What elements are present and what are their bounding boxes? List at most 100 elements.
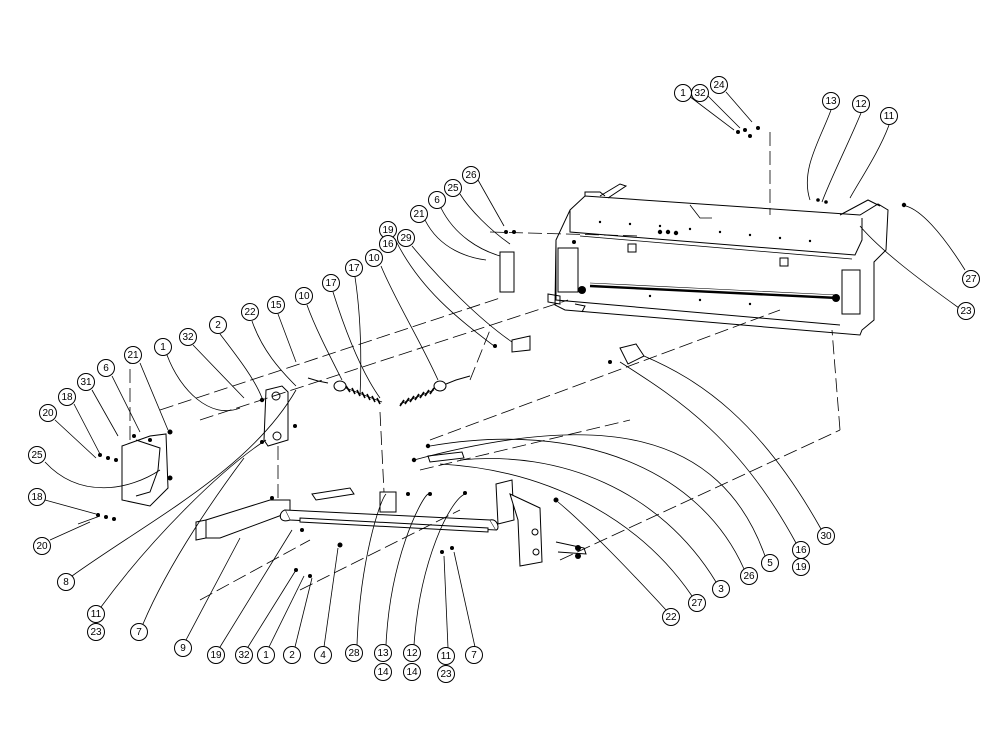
callout-c17a: 17 [345,259,363,277]
callout-label: 7 [136,627,142,638]
callout-c24: 24 [710,76,728,94]
callout-label: 19 [210,650,222,661]
callout-circle [345,644,363,662]
callout-c16a: 16 [379,235,397,253]
callout-circle [792,558,810,576]
callout-label: 9 [180,643,186,654]
callout-label: 23 [440,669,452,680]
callout-circle [314,646,332,664]
callout-label: 19 [795,562,807,573]
callout-label: 1 [263,650,269,661]
callout-c21b: 21 [124,346,142,364]
callout-c32c: 32 [235,646,253,664]
callout-circle [345,259,363,277]
callout-circle [817,527,835,545]
callout-c26b: 26 [740,567,758,585]
callout-label: 13 [825,96,837,107]
callout-circle [712,580,730,598]
callout-c32a: 32 [691,84,709,102]
callout-c10a: 10 [365,249,383,267]
callout-circle [28,488,46,506]
callout-circle [267,296,285,314]
callout-circle [444,179,462,197]
callout-circle [740,567,758,585]
callout-label: 8 [63,577,69,588]
callout-circle [322,274,340,292]
callout-label: 16 [795,545,807,556]
callout-label: 3 [718,584,724,595]
callout-label: 26 [743,571,755,582]
callout-circle [403,644,421,662]
callout-label: 27 [965,274,977,285]
callout-c27b: 27 [688,594,706,612]
callout-circle [397,229,415,247]
lower-beam [195,443,587,578]
callout-label: 5 [767,558,773,569]
callout-circle [462,166,480,184]
callout-label: 17 [325,278,337,289]
callout-c23b: 23 [87,623,105,641]
callout-c13b: 13 [374,644,392,662]
callout-label: 1 [680,88,686,99]
callout-c2b: 2 [283,646,301,664]
callout-circle [852,95,870,113]
callout-c19b: 19 [207,646,225,664]
callout-label: 15 [270,300,282,311]
callout-label: 25 [31,450,43,461]
callout-label: 14 [406,667,418,678]
callout-label: 22 [665,612,677,623]
callout-c25b: 25 [28,446,46,464]
callout-c12a: 12 [852,95,870,113]
callout-c18a: 18 [58,388,76,406]
callout-circle [710,76,728,94]
callout-c2a: 2 [209,316,227,334]
callout-circle [691,84,709,102]
callout-circle [154,338,172,356]
callout-label: 29 [400,233,412,244]
callout-label: 6 [434,195,440,206]
callout-circle [39,404,57,422]
callout-c30: 30 [817,527,835,545]
callout-c9: 9 [174,639,192,657]
callout-label: 19 [382,225,394,236]
callout-circle [379,235,397,253]
callout-circle [174,639,192,657]
callout-label: 28 [348,648,360,659]
spring-left [307,377,383,405]
callout-label: 16 [382,239,394,250]
callout-c8: 8 [57,573,75,591]
callout-c19a: 19 [379,221,397,239]
callout-label: 11 [441,651,452,662]
callout-label: 14 [377,667,389,678]
callout-label: 32 [238,650,250,661]
callout-label: 23 [960,306,972,317]
callout-c16b: 16 [792,541,810,559]
callout-c10b: 10 [295,287,313,305]
callout-c17b: 17 [322,274,340,292]
callout-c11c: 11 [437,647,455,665]
callout-label: 20 [42,408,54,419]
callout-circle [465,646,483,664]
callout-label: 4 [320,650,326,661]
callout-circle [241,303,259,321]
callout-c1c: 1 [257,646,275,664]
callout-label: 22 [244,307,256,318]
callout-circle [962,270,980,288]
callout-label: 2 [215,320,221,331]
callout-circle [97,359,115,377]
callout-c14a: 14 [374,663,392,681]
callout-circle [957,302,975,320]
callout-c25a: 25 [444,179,462,197]
callout-c22b: 22 [662,608,680,626]
callout-c18b: 18 [28,488,46,506]
callout-c5: 5 [761,554,779,572]
callout-circle [365,249,383,267]
callout-circle [761,554,779,572]
callout-circle [374,663,392,681]
callout-circle [428,191,446,209]
callout-c19c: 19 [792,558,810,576]
callout-circle [662,608,680,626]
callout-c12b: 12 [403,644,421,662]
callout-label: 20 [36,541,48,552]
callout-label: 23 [90,627,102,638]
